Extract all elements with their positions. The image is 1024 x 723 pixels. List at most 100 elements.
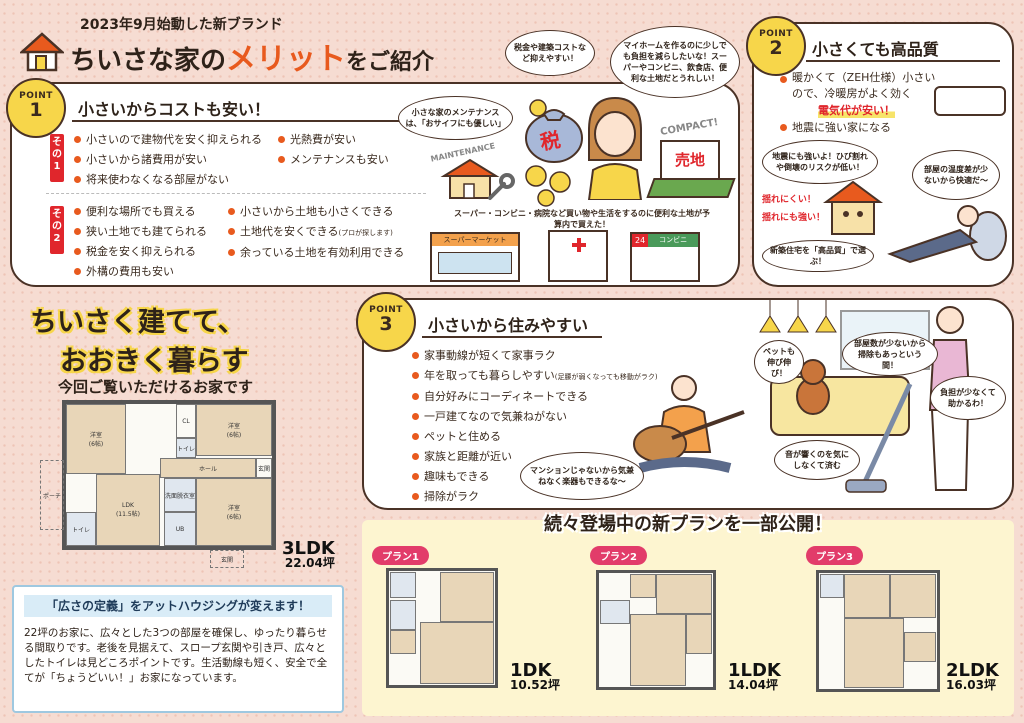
room-ldk: LDK (11.5帖) [96,474,160,546]
list-item: 家事動線が短くて家事ラク [410,346,658,366]
bubble-quality: 新築住宅を「高品質」で選ぶ！ [762,240,874,272]
plan1-room-western [440,572,494,622]
plan2-label: プラン2 [590,546,647,565]
list-item: 年を取っても暮らしやすい(足腰が弱くなっても移動がラク) [410,366,658,387]
bubble-cleaning: 部屋数が少ないから掃除もあっという間！ [842,332,938,376]
shake-text-2: 揺れにも強い！ [762,213,826,223]
room-western-3: 洋室 (6帖) [196,478,272,546]
point1-group2-right: 小さいから土地も小さくできる 土地代を安くできる(プロが探します) 余っている土… [226,202,404,263]
list-item: 光熱費が安い [276,130,389,150]
slogan-line-2: おおきく暮らす [60,346,249,377]
list-item: 余っている土地を有効利用できる [226,243,404,263]
bubble-burden: 負担が少なくて助かるわ！ [930,376,1006,420]
plan1-room-toilet [390,600,416,630]
point3-title: 小さいから住みやすい [428,316,589,335]
room-entrance-2: 玄関 [210,550,244,568]
bubble-quake: 地震にも強いよ！ひび割れや倒壊のリスクが低い！ [762,140,878,184]
point2-badge: POINT 2 [746,16,806,76]
point3-badge: POINT 3 [356,292,416,352]
main-plan-type: 3LDK [282,538,335,559]
shake-text-1: 揺れにくい！ [762,195,816,205]
plan2-size: 1LDK 14.04坪 [728,662,781,693]
definition-body: 22坪のお家に、広々とした3つの部屋を確保し、ゆったり暮らせる間取りです。老後を… [24,627,328,684]
wrench-icon [488,173,515,200]
list-item: 小さいから諸費用が安い [72,150,262,170]
list-item-note: (足腰が弱くなっても移動がラク) [554,373,658,381]
point1-underline [72,120,432,122]
bubble-maintenance: 小さな家のメンテナンスは、「おサイフにも優しい」 [398,96,513,140]
plan3-size: 2LDK 16.03坪 [946,662,999,693]
plan3-room-ldk [844,618,904,688]
point1-badge: POINT 1 [6,78,66,138]
bubble-mansion: マンションじゃないから気兼ねなく楽器もできるな〜 [520,452,644,500]
header-title-accent: メリット [226,42,347,77]
money-bag-icon [525,99,583,163]
land-plot [646,178,736,198]
slogan: ちいさく建てて、 おおきく暮らす [30,300,330,378]
supermarket-building: スーパーマーケット [430,232,520,282]
bubble-tax: 税金や建築コストなど抑えやすい！ [505,30,595,76]
plan2-room-washroom [600,600,630,624]
room-toilet-1: トイレ [176,438,196,458]
bubble-temperature: 部屋の温度差が少ないから快適だ〜 [912,150,1000,200]
point1-group1-left: 小さいので建物代を安く抑えられる 小さいから諸費用が安い 将来使わなくなる部屋が… [72,130,262,190]
list-item: 暖かくて（ZEH仕様）小さいので、冷暖房がよく効く [778,70,938,102]
bubble-pet: ペットも伸び伸び！ [754,340,804,384]
plan2-room-western [656,574,712,614]
room-toilet-2: トイレ [66,512,96,546]
room-porch: ポーチ [40,460,64,530]
list-item: 家族と距離が近い [410,447,658,467]
room-bath: UB [164,512,196,546]
list-item: 土地代を安くできる(プロが探します) [226,222,404,243]
list-item: メンテナンスも安い [276,150,389,170]
room-hall: ホール [160,458,256,478]
point1-group2-left: 便利な場所でも買える 狭い土地でも建てられる 税金を安く抑えられる 外構の費用も… [72,202,207,282]
bubble-sound: 音が響くのを気にしなくて済む [774,440,860,480]
hospital-cross-icon [572,238,586,252]
definition-heading: 「広さの定義」をアットハウジングが変えます！ [24,595,332,617]
room-closet: CL [176,404,196,438]
air-conditioner-icon [934,86,1006,116]
list-item: 地震に強い家になる [778,118,891,138]
point2-list-1: 暖かくて（ZEH仕様）小さいので、冷暖房がよく効く [778,70,938,102]
room-western-2: 洋室 (6帖) [196,404,272,456]
plan3-room-western-2 [890,574,936,618]
vacuum-cleaner-icon [845,382,913,493]
list-item-note: (プロが探します) [338,229,393,237]
plan3-label: プラン3 [806,546,863,565]
point2-title: 小さくても高品質 [812,40,939,59]
house-logo-icon [20,32,64,72]
plan3-room-ub [820,574,844,598]
list-item: ペットと住める [410,427,658,447]
plan2-room-hall [686,614,712,654]
header-title-end: をご紹介 [346,50,435,75]
slogan-sub: 今回ご覧いただけるお家です [58,378,254,396]
plan1-area: 10.52坪 [510,678,560,692]
plan1-room-dk [420,622,494,684]
relaxing-man-illustration-icon [887,205,1007,264]
pendant-lamps-icon [759,298,837,333]
list-item: 小さいから土地も小さくできる [226,202,404,222]
plan3-room-western-1 [844,574,890,618]
point1-divider [46,193,426,194]
plan1-label: プラン1 [372,546,429,565]
plan1-room-ub [390,572,416,598]
plan2-type: 1LDK [728,660,781,681]
man-with-guitar-illustration-icon [633,375,745,473]
main-plan-area: 22.04坪 [284,556,335,570]
point3-underline [422,336,602,338]
sofa [770,376,910,436]
plan3-area: 16.03坪 [946,678,996,692]
house-icon [440,158,500,199]
shop-caption: スーパー・コンビニ・病院など買い物や生活をするのに便利な土地が予算内で買えた！ [454,209,710,229]
woman-illustration-icon [587,96,643,200]
point1-group2-tag: その2 [50,206,64,254]
convenience-store: 24 コンビニ [630,232,700,282]
plan2-room-wic [630,574,656,598]
bubble-home: マイホームを作るのに少しでも負担を減らしたいな！スーパーやコンビニ、飲食店、便利… [610,26,740,98]
header: 2023年9月始動した新ブランド ちいさな家のメリットをご紹介 [18,10,488,80]
list-item: 掃除がラク [410,487,658,507]
point1-title: 小さいからコストも安い！ [78,100,271,119]
slogan-line-1: ちいさく建てて、 [30,307,245,338]
list-item: 狭い土地でも建てられる [72,222,207,242]
